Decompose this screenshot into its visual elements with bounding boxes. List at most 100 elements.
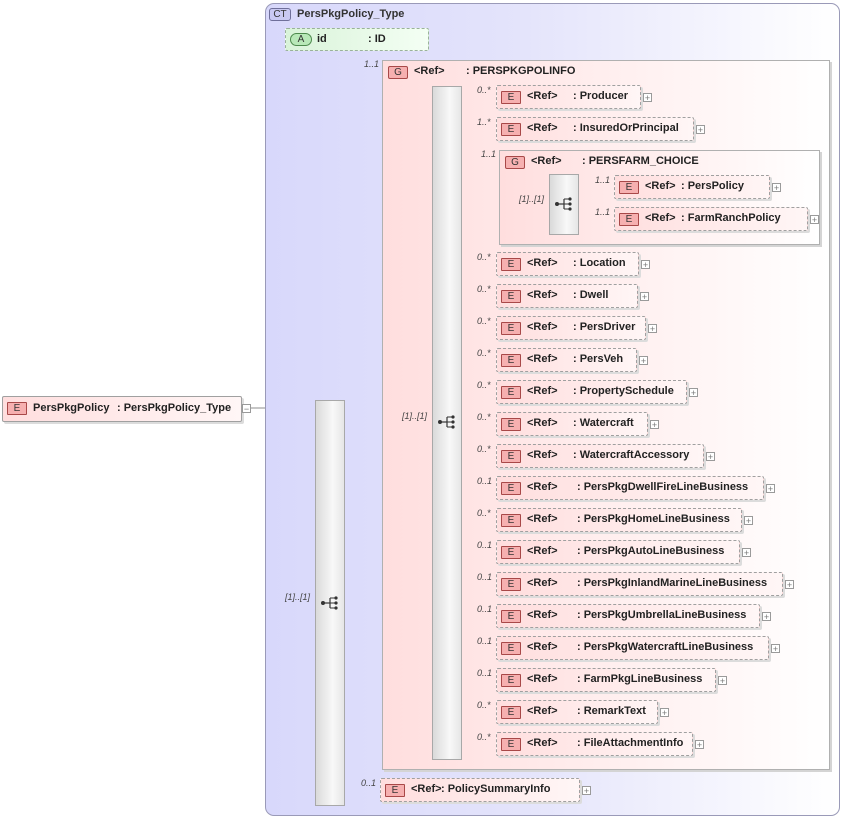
element-row-16-expand-toggle[interactable]: + [718, 676, 727, 686]
element-row-10-badge: E [501, 482, 521, 495]
element-row-14-name: : PersPkgUmbrellaLineBusiness [577, 609, 747, 621]
element-row-3-expand-toggle[interactable]: + [641, 260, 650, 270]
element-row-7-box[interactable] [496, 380, 687, 404]
element-row-3-box[interactable] [496, 252, 639, 276]
element-row-16-box[interactable] [496, 668, 716, 692]
element-row-16-ref: <Ref> [527, 673, 558, 685]
element-row-10-cardinality: 0..1 [477, 476, 493, 486]
element-row-12-ref: <Ref> [527, 545, 558, 557]
root-element-badge: E [7, 402, 27, 415]
outer-sequence-bar[interactable] [315, 400, 345, 806]
element-row-1-ref: <Ref> [527, 90, 558, 102]
choice-element-2-badge: E [619, 213, 639, 226]
group-perspkgpolinfo-ref: <Ref> [414, 65, 445, 77]
element-row-5-name: : PersDriver [573, 321, 636, 333]
element-row-4-ref: <Ref> [527, 289, 558, 301]
element-row-1-badge: E [501, 91, 521, 104]
element-row-8-name: : Watercraft [573, 417, 634, 429]
element-row-7-badge: E [501, 386, 521, 399]
element-row-13-name: : PersPkgInlandMarineLineBusiness [577, 577, 768, 589]
element-row-11-expand-toggle[interactable]: + [744, 516, 753, 526]
element-row-3-ref: <Ref> [527, 257, 558, 269]
summary-element-ref: <Ref> [411, 783, 442, 795]
element-row-13-expand-toggle[interactable]: + [785, 580, 794, 590]
element-row-7-name: : PropertySchedule [573, 385, 674, 397]
element-row-14-cardinality: 0..1 [477, 604, 493, 614]
element-row-17-ref: <Ref> [527, 705, 558, 717]
group-persfarm-choice-cardinality: 1..1 [481, 149, 497, 159]
element-row-7-cardinality: 0..* [477, 380, 491, 390]
complex-type-badge: CT [269, 8, 291, 21]
element-row-15-badge: E [501, 642, 521, 655]
outer-sequence-cardinality: [1]..[1] [285, 592, 311, 602]
element-row-10-box[interactable] [496, 476, 764, 500]
element-row-10-ref: <Ref> [527, 481, 558, 493]
element-row-17-box[interactable] [496, 700, 658, 724]
element-row-17-expand-toggle[interactable]: + [660, 708, 669, 718]
element-row-9-cardinality: 0..* [477, 444, 491, 454]
element-row-7-expand-toggle[interactable]: + [689, 388, 698, 398]
element-row-6-ref: <Ref> [527, 353, 558, 365]
root-element-box[interactable] [2, 396, 242, 422]
element-row-5-ref: <Ref> [527, 321, 558, 333]
element-row-14-expand-toggle[interactable]: + [762, 612, 771, 622]
element-row-12-expand-toggle[interactable]: + [742, 548, 751, 558]
element-row-13-ref: <Ref> [527, 577, 558, 589]
element-row-15-box[interactable] [496, 636, 769, 660]
element-row-10-expand-toggle[interactable]: + [766, 484, 775, 494]
element-row-6-expand-toggle[interactable]: + [639, 356, 648, 366]
element-row-2-box[interactable] [496, 117, 694, 141]
inner-sequence-cardinality: [1]..[1] [402, 411, 428, 421]
attribute-id-box[interactable] [285, 28, 429, 51]
element-row-12-box[interactable] [496, 540, 740, 564]
element-row-9-expand-toggle[interactable]: + [706, 452, 715, 462]
choice-element-2-box[interactable] [614, 207, 808, 231]
choice-element-2-ref: <Ref> [645, 212, 676, 224]
choice-icon [555, 197, 572, 211]
element-row-18-name: : FileAttachmentInfo [577, 737, 684, 749]
element-row-5-badge: E [501, 322, 521, 335]
element-row-13-box[interactable] [496, 572, 783, 596]
root-collapse-toggle[interactable]: − [242, 404, 251, 414]
element-row-15-expand-toggle[interactable]: + [771, 644, 780, 654]
element-row-18-expand-toggle[interactable]: + [695, 740, 704, 750]
element-row-9-badge: E [501, 450, 521, 463]
group-perspkgpolinfo-name: : PERSPKGPOLINFO [466, 65, 576, 77]
element-row-9-ref: <Ref> [527, 449, 558, 461]
attribute-name: id [317, 33, 327, 45]
element-row-5-cardinality: 0..* [477, 316, 491, 326]
choice-element-2-expand-toggle[interactable]: + [810, 215, 819, 225]
group-perspkgpolinfo-cardinality: 1..1 [364, 59, 380, 69]
summary-element-box[interactable] [380, 778, 580, 802]
inner-sequence-bar[interactable] [432, 86, 462, 760]
element-row-5-expand-toggle[interactable]: + [648, 324, 657, 334]
element-row-7-ref: <Ref> [527, 385, 558, 397]
element-row-16-name: : FarmPkgLineBusiness [577, 673, 703, 685]
element-row-9-box[interactable] [496, 444, 704, 468]
element-row-8-badge: E [501, 418, 521, 431]
element-row-11-badge: E [501, 514, 521, 527]
summary-element-name: : PolicySummaryInfo [441, 783, 551, 795]
choice-element-1-expand-toggle[interactable]: + [772, 183, 781, 193]
choice-element-1-badge: E [619, 181, 639, 194]
element-row-14-box[interactable] [496, 604, 760, 628]
group-persfarm-choice-ref: <Ref> [531, 155, 562, 167]
root-element-name: PersPkgPolicy [33, 402, 110, 414]
element-row-11-box[interactable] [496, 508, 742, 532]
element-row-18-box[interactable] [496, 732, 693, 756]
element-row-16-badge: E [501, 674, 521, 687]
element-row-2-name: : InsuredOrPrincipal [573, 122, 679, 134]
choice-cardinality: [1]..[1] [519, 194, 545, 204]
attribute-type: : ID [368, 33, 386, 45]
outer-sequence-icon [321, 596, 338, 610]
element-row-4-expand-toggle[interactable]: + [640, 292, 649, 302]
element-row-5-box[interactable] [496, 316, 646, 340]
summary-element-expand-toggle[interactable]: + [582, 786, 591, 796]
element-row-2-expand-toggle[interactable]: + [696, 125, 705, 135]
element-row-1-expand-toggle[interactable]: + [643, 93, 652, 103]
element-row-8-box[interactable] [496, 412, 648, 436]
element-row-8-expand-toggle[interactable]: + [650, 420, 659, 430]
element-row-6-cardinality: 0..* [477, 348, 491, 358]
choice-element-1-cardinality: 1..1 [595, 175, 611, 185]
choice-element-1-box[interactable] [614, 175, 770, 199]
